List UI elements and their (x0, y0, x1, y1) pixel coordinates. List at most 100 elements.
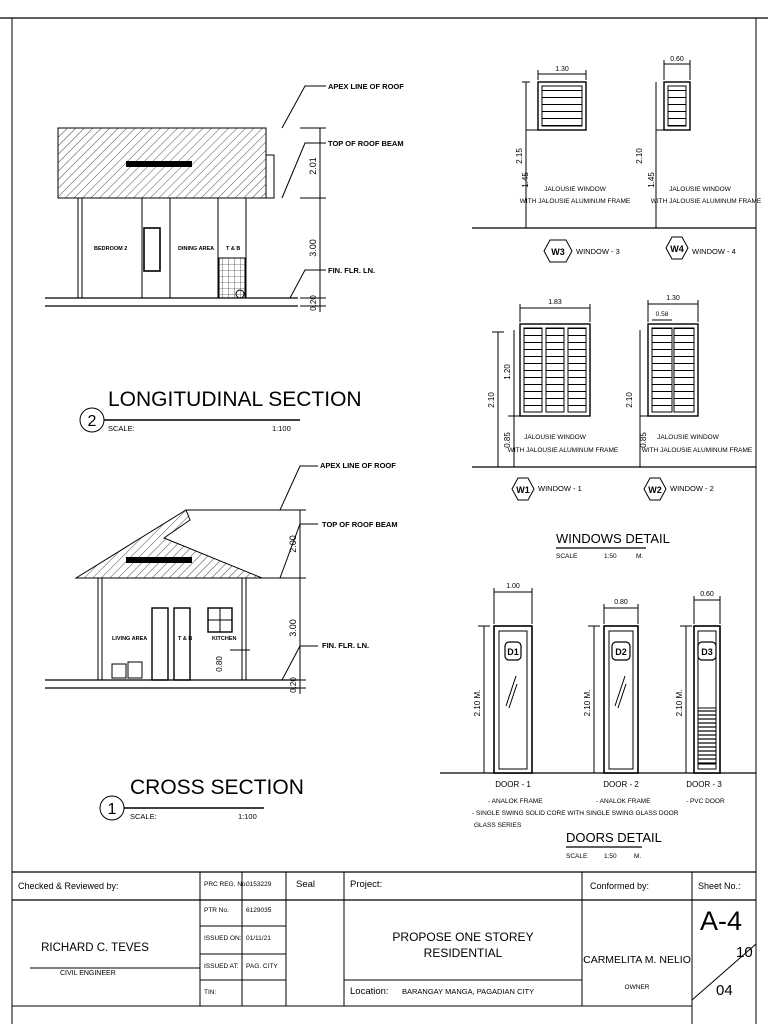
sheet-index: 04 (716, 982, 733, 999)
window-name: WINDOW - 4 (692, 247, 736, 256)
dimension: 2.10 (487, 392, 496, 408)
window-name: WINDOW - 2 (670, 484, 714, 493)
section-number: 1 (108, 801, 117, 818)
window-name: WINDOW - 3 (576, 247, 620, 256)
floor-line-label: FIN. FLR. LN. (328, 266, 375, 275)
door-name: DOOR - 2 (603, 780, 639, 789)
project-label: Project: (350, 879, 383, 890)
door-tag: D1 (507, 647, 519, 657)
door-desc: - ANALOK FRAME (596, 798, 651, 805)
window-tag: W2 (648, 485, 662, 495)
room-label: T & B (178, 636, 192, 642)
room-label: LIVING AREA (112, 636, 147, 642)
dimension: 1.45 (521, 172, 530, 188)
dimension: 2.15 (515, 148, 524, 164)
floor-line-label: FIN. FLR. LN. (322, 641, 369, 650)
sheet-number: A-4 (700, 906, 743, 936)
scale-label: SCALE (566, 853, 588, 860)
section-number: 2 (88, 413, 97, 430)
door-desc: GLASS SERIES (474, 822, 522, 829)
room-label: T & B (226, 246, 240, 252)
prc-value: 0153229 (246, 881, 272, 888)
apex-line-label: APEX LINE OF ROOF (328, 82, 404, 91)
cross-section: LIVING AREA T & B KITCHEN 0.80 APEX LINE… (45, 461, 398, 821)
room-label: BEDROOM 2 (94, 246, 127, 252)
dimension: 0.80 (215, 656, 224, 672)
apex-line-label: APEX LINE OF ROOF (320, 461, 396, 470)
ptr-value: 6129035 (246, 907, 272, 914)
dimension: 0.85 (503, 432, 512, 448)
room-label: KITCHEN (212, 636, 236, 642)
issued-on-label: ISSUED ON: (204, 935, 242, 942)
scale-value: 1:50 (604, 853, 617, 860)
dimension: 2.10 M. (675, 690, 684, 717)
scale-value: 1:50 (604, 553, 617, 560)
checked-label: Checked & Reviewed by: (18, 881, 119, 891)
windows-detail: 1.30 2.15 1.45 JALOUSIE WINDOW WITH JALO… (472, 56, 762, 560)
project-name-line1: PROPOSE ONE STOREY (392, 930, 534, 944)
conformed-label: Conformed by: (590, 881, 650, 891)
dimension: 0.60 (670, 56, 684, 63)
dimension: 0.58 (656, 311, 669, 318)
window-desc: WITH JALOUSIE ALUMINUM FRAME (508, 447, 619, 454)
door-desc: - SINGLE SWING GLASS DOOR (582, 810, 679, 817)
scale-value: 1:100 (272, 424, 291, 433)
section-title: CROSS SECTION (130, 776, 304, 799)
dimension: 0.20 (289, 677, 298, 693)
dimension: 1.30 (555, 66, 569, 73)
dimension: 0.85 (639, 432, 648, 448)
issued-at-label: ISSUED AT: (204, 963, 239, 970)
door-desc: - SINGLE SWING SOLID CORE WITH (472, 810, 584, 817)
sheet-label: Sheet No.: (698, 881, 741, 891)
dimension: 3.00 (288, 619, 298, 637)
issued-at-value: PAG. CITY (246, 963, 278, 970)
dimension: 2.10 (625, 392, 634, 408)
dimension: 1.83 (548, 299, 562, 306)
detail-title: DOORS DETAIL (566, 830, 662, 845)
seal-label: Seal (296, 879, 316, 890)
location-label: Location: (350, 986, 389, 997)
owner-role: OWNER (624, 984, 650, 991)
dimension: 2.01 (308, 157, 318, 175)
window-desc: WITH JALOUSIE ALUMINUM FRAME (520, 198, 631, 205)
dimension: 1.45 (647, 172, 656, 188)
window-desc: JALOUSIE WINDOW (669, 186, 732, 193)
door-name: DOOR - 3 (686, 780, 722, 789)
dimension: 1.20 (503, 364, 512, 380)
dimension: 0.60 (700, 591, 714, 598)
reviewer-role: CIVIL ENGINEER (60, 970, 116, 977)
ptr-label: PTR No. (204, 907, 229, 914)
window-desc: JALOUSIE WINDOW (544, 186, 607, 193)
window-tag: W1 (516, 485, 530, 495)
dimension: 2.10 M. (583, 690, 592, 717)
dimension: 0.20 (309, 295, 318, 311)
tin-label: TIN: (204, 989, 217, 996)
roof-beam-label: TOP OF ROOF BEAM (328, 139, 404, 148)
detail-title: WINDOWS DETAIL (556, 531, 670, 546)
door-desc: - ANALOK FRAME (488, 798, 543, 805)
scale-value: 1:100 (238, 812, 257, 821)
roof-beam-label: TOP OF ROOF BEAM (322, 520, 398, 529)
window-name: WINDOW - 1 (538, 484, 582, 493)
scale-unit: M. (634, 853, 641, 860)
section-title: LONGITUDINAL SECTION (108, 388, 362, 411)
dimension: 2.10 (635, 148, 644, 164)
window-desc: JALOUSIE WINDOW (657, 434, 720, 441)
door-desc: - PVC DOOR (686, 798, 725, 805)
scale-label: SCALE (556, 553, 578, 560)
scale-label: SCALE: (130, 812, 157, 821)
prc-label: PRC REG. No. (204, 881, 248, 888)
scale-unit: M. (636, 553, 643, 560)
project-name-line2: RESIDENTIAL (423, 946, 503, 960)
title-block-grid (12, 871, 757, 1024)
dimension: 3.00 (308, 239, 318, 257)
window-desc: JALOUSIE WINDOW (524, 434, 587, 441)
window-desc: WITH JALOUSIE ALUMINUM FRAME (651, 198, 762, 205)
longitudinal-section: BEDROOM 2 DINING AREA T & B APEX LINE OF… (45, 82, 404, 433)
door-tag: D2 (615, 647, 627, 657)
location-value: BARANGAY MANGA, PAGADIAN CITY (402, 987, 535, 996)
room-label: DINING AREA (178, 246, 214, 252)
sheet-total: 10 (736, 944, 753, 961)
dimension: 2.00 (288, 535, 298, 553)
doors-detail: 1.00 2.10 M. D1 DOOR - 1 - ANALOK FRAME … (440, 583, 756, 860)
